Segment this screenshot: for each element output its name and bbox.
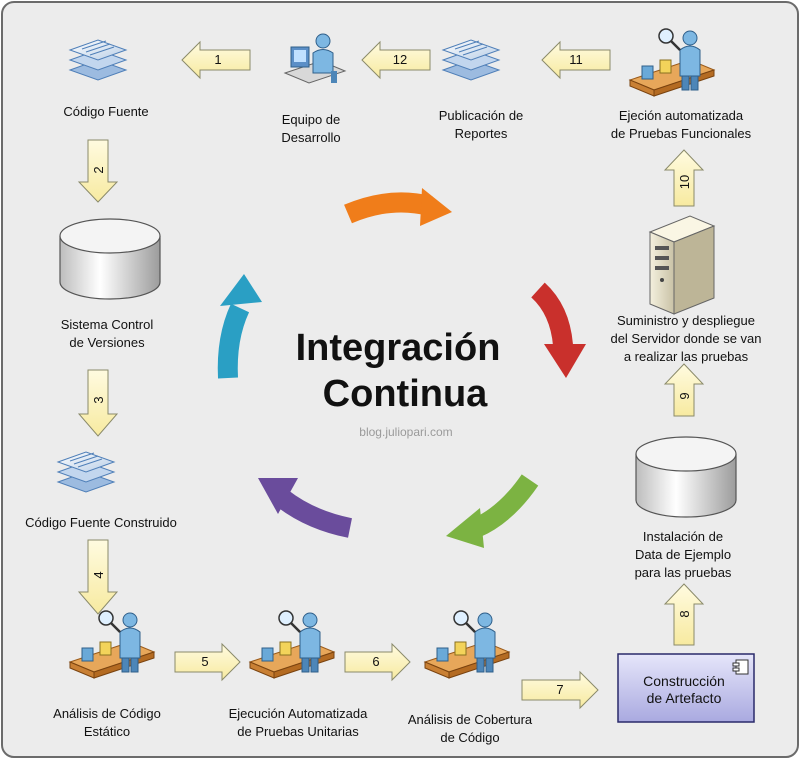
developer-workstation-icon xyxy=(283,33,347,84)
step-label-10: 10 xyxy=(677,175,692,189)
label-publicacion-1: Publicación de xyxy=(439,108,524,123)
step-label-12: 12 xyxy=(393,52,407,67)
step-label-2: 2 xyxy=(91,166,106,173)
label-analisis-estatico-2: Estático xyxy=(84,724,130,739)
label-ejecucion-1: Ejecución Automatizada xyxy=(229,706,369,721)
label-analisis-estatico-1: Análisis de Código xyxy=(53,706,161,721)
step-label-4: 4 xyxy=(91,571,106,578)
label-suministro-3: a realizar las pruebas xyxy=(624,349,749,364)
label-instalacion-2: Data de Ejemplo xyxy=(635,547,731,562)
watermark: blog.juliopari.com xyxy=(359,425,452,439)
cycle-arrow-blue xyxy=(217,274,262,379)
title-line1: Integración xyxy=(296,327,501,369)
database-cylinder-icon xyxy=(635,436,737,518)
cycle-arrow-orange xyxy=(344,188,452,226)
step-arrow-2: 2 xyxy=(77,139,119,203)
component-icon xyxy=(732,659,749,675)
step-arrow-10: 10 xyxy=(663,149,705,207)
step-label-6: 6 xyxy=(372,654,379,669)
label-instalacion-3: para las pruebas xyxy=(635,565,732,580)
step-label-8: 8 xyxy=(677,610,692,617)
label-sistema-2: de Versiones xyxy=(69,335,145,350)
step-arrow-8: 8 xyxy=(663,583,705,646)
step-label-1: 1 xyxy=(214,52,221,67)
step-label-9: 9 xyxy=(677,392,692,399)
label-suministro-1: Suministro y despliegue xyxy=(617,313,755,328)
step-arrow-9: 9 xyxy=(663,363,705,417)
label-equipo-2: Desarrollo xyxy=(281,130,340,145)
step-arrow-1: 1 xyxy=(181,40,251,80)
label-codigo-fuente: Código Fuente xyxy=(63,104,148,119)
label-construido: Código Fuente Construido xyxy=(25,515,177,530)
label-cobertura-1: Análisis de Cobertura xyxy=(408,712,533,727)
label-instalacion-1: Instalación de xyxy=(643,529,723,544)
step-arrow-11: 11 xyxy=(541,40,611,80)
label-ejecucion-2: de Pruebas Unitarias xyxy=(237,724,359,739)
step-label-3: 3 xyxy=(91,396,106,403)
server-tower-icon xyxy=(648,215,716,315)
cycle-arrow-red xyxy=(530,282,586,378)
step-label-11: 11 xyxy=(569,52,583,67)
label-equipo-1: Equipo de xyxy=(282,112,341,127)
step-arrow-7: 7 xyxy=(521,670,599,710)
label-publicacion-2: Reportes xyxy=(455,126,508,141)
label-cobertura-2: de Código xyxy=(440,730,499,745)
label-suministro-2: del Servidor donde se van xyxy=(610,331,761,346)
step-arrow-4: 4 xyxy=(77,539,119,615)
artefact-box: Construcción de Artefacto xyxy=(617,653,755,723)
step-arrow-5: 5 xyxy=(174,642,241,682)
artefact-label-line2: de Artefacto xyxy=(647,690,722,706)
step-arrow-6: 6 xyxy=(344,642,411,682)
step-label-7: 7 xyxy=(556,682,563,697)
label-ejecion-1: Ejeción automatizada xyxy=(619,108,744,123)
database-cylinder-icon xyxy=(59,218,161,300)
label-ejecion-2: de Pruebas Funcionales xyxy=(611,126,752,141)
cycle-arrow-green xyxy=(446,474,539,548)
step-label-5: 5 xyxy=(201,654,208,669)
step-arrow-3: 3 xyxy=(77,369,119,437)
artefact-label-line1: Construcción xyxy=(643,673,725,689)
step-arrow-12: 12 xyxy=(361,40,431,80)
cycle-arrow-purple xyxy=(258,478,353,538)
title-line2: Continua xyxy=(323,373,489,415)
label-sistema-1: Sistema Control xyxy=(61,317,154,332)
